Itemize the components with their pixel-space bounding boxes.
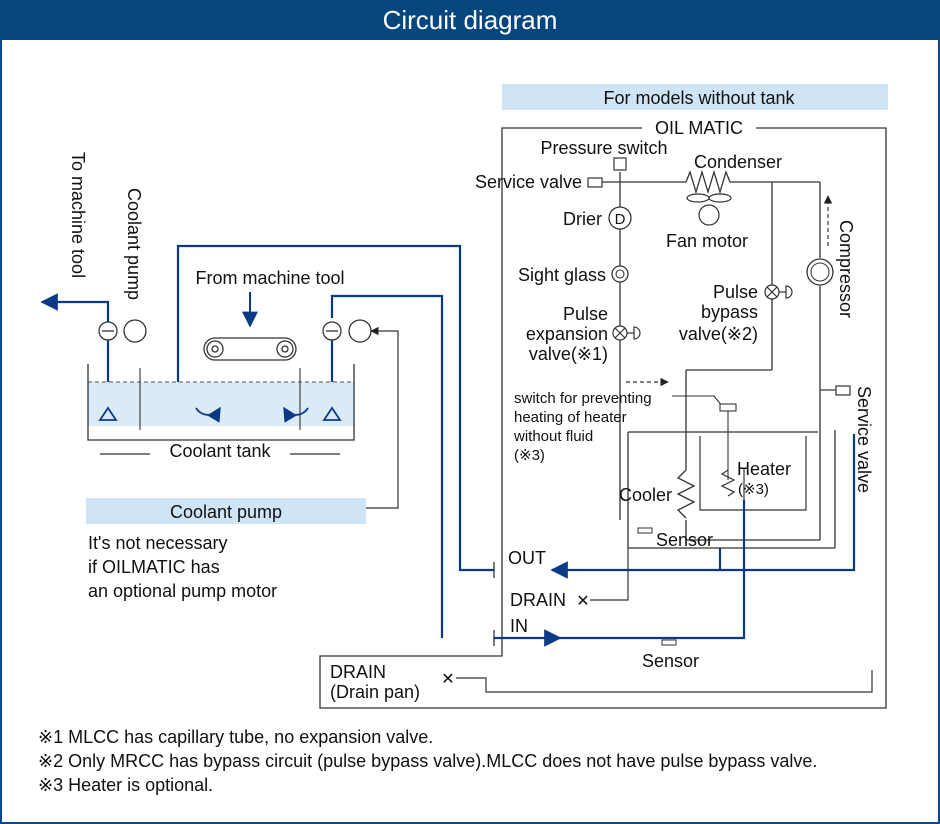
switch-label-2: heating of heater [514, 409, 627, 426]
float-switch-icon [719, 403, 737, 412]
pulse-bypass-valve-icon [764, 284, 793, 300]
right-strainer-icon [322, 406, 342, 421]
coolant-pump-box [86, 498, 366, 524]
drain-mid-label: DRAIN [510, 590, 566, 610]
pulse-bypass-label-2: bypass [701, 302, 758, 322]
pulse-bypass-label-3: valve(※2) [679, 324, 758, 344]
oilmatic-outline [319, 127, 887, 709]
heater-icon [720, 469, 736, 497]
condenser-icon [685, 169, 731, 195]
service-valve-icon [587, 177, 603, 188]
sight-glass-label: Sight glass [518, 265, 606, 285]
pulse-exp-label-2: expansion [526, 324, 608, 344]
compressor-label: Compressor [836, 220, 856, 318]
cooler-icon [676, 469, 696, 519]
pump-note-line-2: if OILMATIC has [88, 557, 220, 577]
right-pump-icon [322, 319, 372, 343]
footnote-2: ※2 Only MRCC has bypass circuit (pulse b… [38, 751, 818, 771]
left-strainer-icon [98, 406, 118, 421]
condenser-label: Condenser [694, 152, 782, 172]
out-label: OUT [508, 548, 546, 568]
coolant-pump-vertical-label: Coolant pump [124, 188, 144, 300]
drain-pan-label-1: DRAIN [330, 662, 386, 682]
coolant-tank-label: Coolant tank [169, 441, 271, 461]
service-valve-right-label: Service valve [854, 386, 874, 493]
drain-pan-label-2: (Drain pan) [330, 682, 420, 702]
drier-symbol: D [615, 211, 626, 228]
without-tank-box [502, 84, 888, 110]
sensor-bottom-label: Sensor [642, 651, 699, 671]
pump-note-line-1: It's not necessary [88, 533, 228, 553]
drier-label: Drier [563, 209, 602, 229]
pump-note-leader [366, 326, 399, 509]
pressure-switch-label: Pressure switch [540, 138, 667, 158]
to-machine-tool-label: To machine tool [68, 152, 88, 278]
sensor-bottom-icon [661, 639, 677, 646]
pulse-exp-label-3: valve(※1) [529, 344, 608, 364]
heater-box [699, 436, 807, 511]
sensor-inner-icon [637, 527, 653, 534]
tank-water [88, 382, 354, 426]
in-label: IN [510, 616, 528, 636]
coolant-tank [87, 364, 355, 441]
pump-note-line-3: an optional pump motor [88, 581, 278, 601]
oilmatic-label: OIL MATIC [655, 118, 743, 138]
pulse-exp-label-1: Pulse [563, 304, 608, 324]
sensor-inner-label: Sensor [656, 530, 713, 550]
fan-icon [686, 193, 732, 226]
coolant-flow-lines [40, 244, 856, 647]
footnote-3: ※3 Heater is optional. [38, 775, 214, 795]
refrigerant-circuit [619, 172, 836, 549]
coolant-pump-box-label: Coolant pump [170, 502, 282, 522]
heater-label: Heater [737, 459, 791, 479]
switch-label-4: (※3) [514, 447, 545, 464]
heater-note: (※3) [738, 481, 769, 498]
pulse-expansion-valve-icon [612, 325, 641, 341]
footnote-1: ※1 MLCC has capillary tube, no expansion… [38, 727, 434, 747]
switch-label-3: without fluid [513, 428, 593, 445]
cooler-box [627, 431, 818, 548]
pressure-switch-icon [613, 157, 627, 171]
page-title: Circuit diagram [0, 0, 940, 40]
switch-leader [672, 395, 723, 407]
switch-label-1: switch for preventing [514, 390, 652, 407]
service-valve-top-label: Service valve [475, 172, 582, 192]
fan-motor-label: Fan motor [666, 231, 748, 251]
without-tank-label: For models without tank [603, 88, 795, 108]
drain-mid-x-icon: ✕ [576, 593, 589, 610]
pulse-bypass-label-1: Pulse [713, 282, 758, 302]
cooler-label: Cooler [619, 485, 672, 505]
drain-pan-x-icon: ✕ [441, 671, 454, 688]
service-valve-right-icon [835, 385, 851, 396]
from-machine-tool-label: From machine tool [195, 268, 344, 288]
conveyor-icon [203, 337, 297, 361]
left-pump-icon [98, 319, 147, 343]
drier-icon [608, 206, 632, 230]
